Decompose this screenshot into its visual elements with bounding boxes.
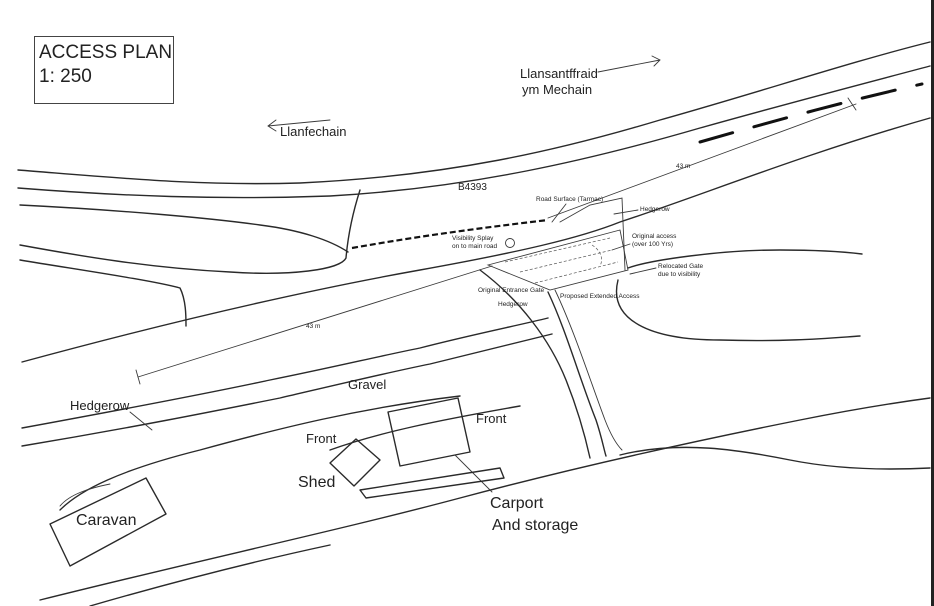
direction-east-label-2: ym Mechain [522,82,592,97]
dim-tick-top [847,97,857,111]
hedgerow-left-label: Hedgerow [70,398,130,413]
leader-road-surface [551,203,567,223]
dim-line-top [547,103,857,219]
dim-tick-bottom [135,369,141,385]
splay-marker [505,238,515,248]
shed-front-label: Front [306,431,337,446]
carport-pointer [454,454,493,493]
original-access-label-2: (over 100 Yrs) [632,241,673,248]
caravan-hitch [59,483,111,507]
page-edge [931,0,934,606]
gravel-boundary-lower [329,405,521,451]
lower-track [89,544,331,606]
hedgerow-band-lower [21,333,553,447]
visibility-splay-line [351,218,549,250]
dimension-bottom-label: 43 m [306,323,320,330]
relocated-gate-label-2: due to visibility [658,271,701,278]
arrow-east-icon [597,55,661,73]
proposed-access-label: Proposed Extended Access [560,293,640,300]
driveway-east-edge [547,291,607,457]
direction-west-label: Llanfechain [280,124,347,139]
plan-scale: 1: 250 [39,66,92,87]
road-north-edge-inner [17,65,931,199]
leader-original-access [611,243,631,251]
field-left-lower [19,259,187,327]
access-box-outline [486,229,629,291]
site-south-boundary [39,397,931,601]
access-inner-2 [519,249,613,273]
shed-label: Shed [298,474,335,491]
driveway-line-2 [554,289,623,451]
field-left-upper [19,204,349,253]
caravan-outline [49,477,167,567]
access-inner-3 [534,261,619,284]
carport-label-2: And storage [492,517,578,534]
access-gate-arc [591,244,602,267]
access-hatch [559,197,626,271]
hedgerow-band-upper [21,317,549,429]
carport-label: Carport [490,495,544,512]
gravel-label: Gravel [348,377,386,392]
driveway-west-edge [479,269,591,459]
road-south-edge [21,117,931,363]
arrow-west-icon [267,119,331,132]
original-entrance-gate-label: Original Entrance Gate [478,287,545,294]
hedgerow-pointer [129,411,153,431]
carport-outline [387,397,471,467]
road-number-label: B4393 [458,182,487,193]
visibility-splay-label-2: on to main road [452,243,498,250]
access-inner-1 [504,237,611,263]
field-left-bank [19,189,361,274]
road-centreline [698,82,924,144]
shed-outline [329,438,381,487]
original-access-label: Original access [632,233,677,240]
carport-front-label: Front [476,411,507,426]
dimension-top-label: 43 m [676,163,690,170]
hedgerow-top-label: Hedgerow [640,206,670,213]
hedgerow-small-label: Hedgerow [498,301,528,308]
dim-line-bottom [137,265,493,378]
leader-relocated-gate [629,267,657,275]
field-east-curve [615,279,861,342]
plan-title-box: ACCESS PLAN 1: 250 [34,36,174,104]
caravan-label: Caravan [76,512,136,529]
road-north-edge [17,41,931,185]
plan-title: ACCESS PLAN [39,42,173,63]
site-south-boundary-2 [619,446,931,470]
leader-hedgerow-top [613,209,639,215]
carport-front-strip [359,467,505,499]
visibility-splay-label: Visibility Splay [452,235,494,242]
road-surface-label: Road Surface (Tarmac) [536,196,603,203]
direction-east-label: Llansantffraid [520,66,598,81]
field-east-upper [627,249,863,269]
relocated-gate-label: Relocated Gate [658,263,704,270]
